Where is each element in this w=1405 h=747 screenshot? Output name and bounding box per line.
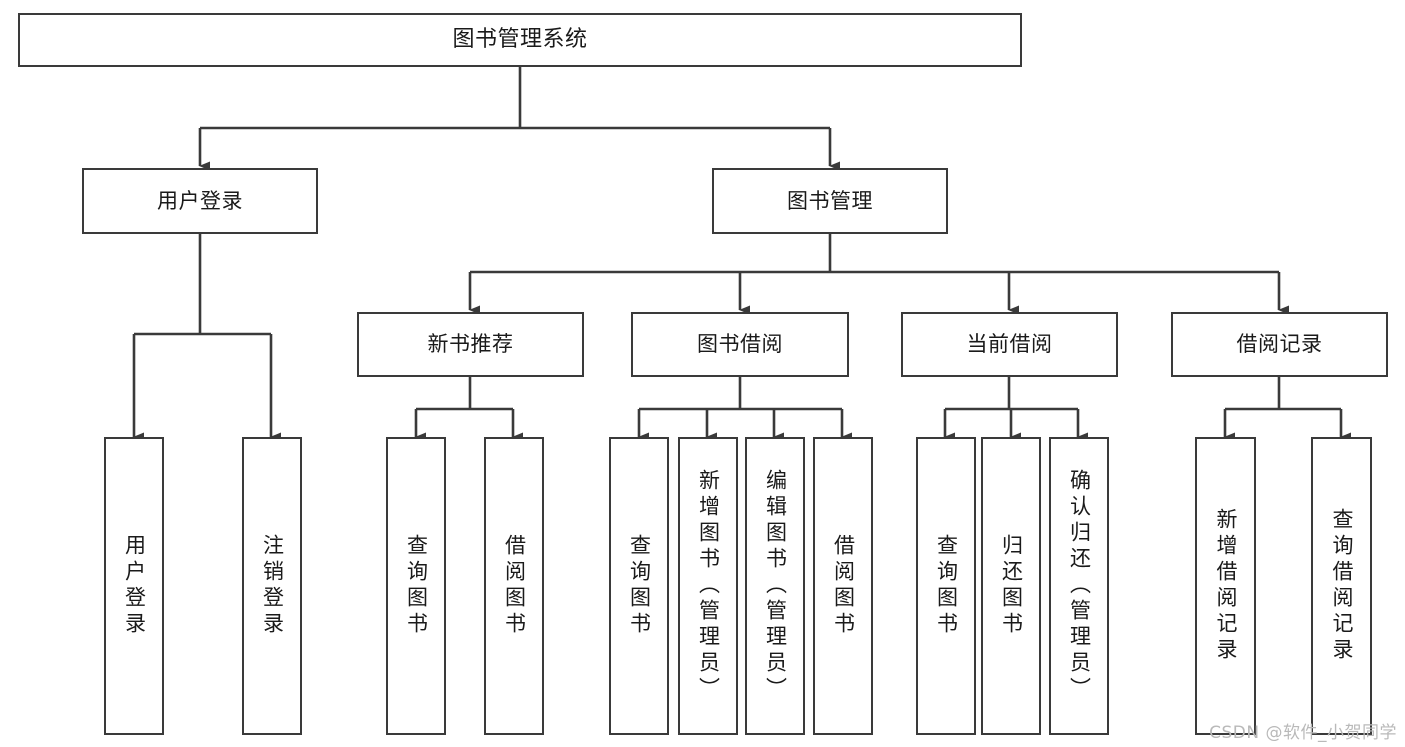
- leaf-borrow-record-add[interactable]: 新增借阅记录: [1195, 437, 1256, 735]
- leaf-book-borrow-search[interactable]: 查询图书: [609, 437, 669, 735]
- node-current-borrow-label: 当前借阅: [966, 332, 1053, 357]
- leaf-user-login-signout[interactable]: 注销登录: [242, 437, 302, 735]
- node-borrow-record[interactable]: 借阅记录: [1171, 312, 1388, 377]
- leaf-book-borrow-search-label: 查询图书: [627, 534, 652, 638]
- leaf-borrow-record-add-label: 新增借阅记录: [1214, 508, 1238, 664]
- node-borrow-record-label: 借阅记录: [1236, 332, 1323, 357]
- leaf-book-borrow-edit[interactable]: 编辑图书（管理员）: [745, 437, 805, 735]
- leaf-new-book-borrow[interactable]: 借阅图书: [484, 437, 544, 735]
- leaf-user-login-signout-label: 注销登录: [260, 534, 285, 638]
- node-current-borrow[interactable]: 当前借阅: [901, 312, 1118, 377]
- leaf-current-borrow-confirm-label: 确认归还（管理员）: [1067, 469, 1092, 703]
- leaf-book-borrow-add[interactable]: 新增图书（管理员）: [678, 437, 738, 735]
- leaf-current-borrow-confirm[interactable]: 确认归还（管理员）: [1049, 437, 1109, 735]
- node-root[interactable]: 图书管理系统: [18, 13, 1022, 67]
- leaf-book-borrow-lend-label: 借阅图书: [831, 534, 856, 638]
- leaf-user-login-signin-label: 用户登录: [122, 534, 147, 638]
- watermark: CSDN @软件_小贺同学: [1209, 723, 1397, 743]
- leaf-new-book-search-label: 查询图书: [404, 534, 429, 638]
- node-book-borrow-label: 图书借阅: [697, 332, 783, 357]
- leaf-book-borrow-edit-label: 编辑图书（管理员）: [763, 469, 788, 703]
- node-user-login[interactable]: 用户登录: [82, 168, 318, 234]
- leaf-new-book-search[interactable]: 查询图书: [386, 437, 446, 735]
- leaf-current-borrow-return-label: 归还图书: [999, 534, 1024, 638]
- leaf-current-borrow-search-label: 查询图书: [934, 534, 959, 638]
- node-new-book-recommend-label: 新书推荐: [427, 332, 514, 357]
- leaf-user-login-signin[interactable]: 用户登录: [104, 437, 164, 735]
- node-root-label: 图书管理系统: [452, 27, 588, 53]
- leaf-book-borrow-add-label: 新增图书（管理员）: [696, 469, 721, 703]
- leaf-current-borrow-search[interactable]: 查询图书: [916, 437, 976, 735]
- leaf-book-borrow-lend[interactable]: 借阅图书: [813, 437, 873, 735]
- leaf-borrow-record-search[interactable]: 查询借阅记录: [1311, 437, 1372, 735]
- node-book-management-label: 图书管理: [787, 188, 873, 213]
- leaf-borrow-record-search-label: 查询借阅记录: [1330, 508, 1354, 664]
- node-user-login-label: 用户登录: [157, 188, 243, 213]
- leaf-new-book-borrow-label: 借阅图书: [502, 534, 527, 638]
- node-new-book-recommend[interactable]: 新书推荐: [357, 312, 584, 377]
- node-book-borrow[interactable]: 图书借阅: [631, 312, 849, 377]
- leaf-current-borrow-return[interactable]: 归还图书: [981, 437, 1041, 735]
- node-book-management[interactable]: 图书管理: [712, 168, 948, 234]
